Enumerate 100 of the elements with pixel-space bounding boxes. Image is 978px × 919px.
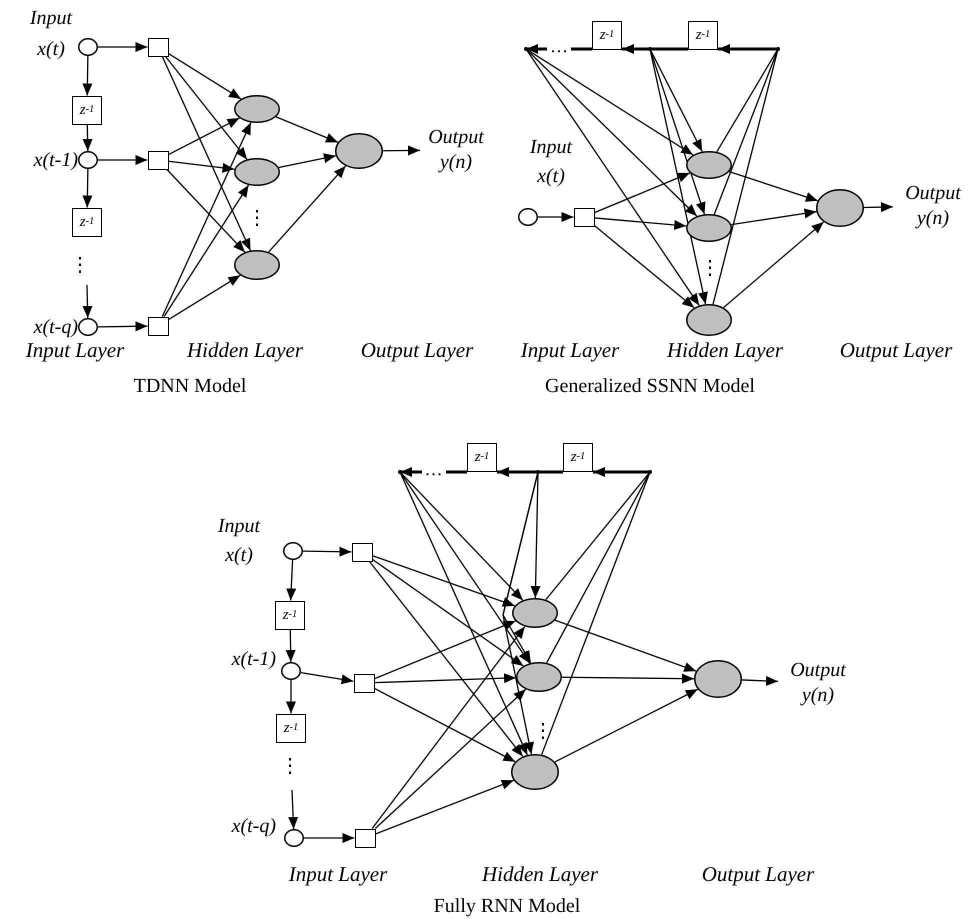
input-unit <box>148 38 168 56</box>
ellipsis-mark: ⋮ <box>279 754 301 779</box>
feedback-connection-line <box>538 470 563 474</box>
arrow <box>82 56 92 96</box>
arrow <box>165 56 248 160</box>
arrow <box>502 474 538 754</box>
arrow <box>375 780 514 835</box>
arrow <box>729 171 818 202</box>
arrow <box>383 146 420 156</box>
input-unit <box>148 316 168 336</box>
arrow <box>650 50 708 304</box>
arrow <box>554 688 698 762</box>
feedback-arrow <box>400 467 467 477</box>
feedback-arrow <box>718 44 778 54</box>
feedback-arrow <box>526 44 592 54</box>
arrow <box>731 208 817 226</box>
arrow <box>164 184 250 317</box>
layer-label: Output Layer <box>700 861 816 887</box>
arrow <box>278 153 336 168</box>
layer-label: Input Layer <box>288 861 388 887</box>
neuron <box>516 662 562 692</box>
arrow <box>374 620 516 680</box>
ellipsis-mark: ⋮ <box>246 206 268 231</box>
arrow <box>98 321 148 332</box>
neuron <box>234 95 280 123</box>
neuron <box>686 214 732 242</box>
input-label: x(t-q) <box>230 815 276 837</box>
junction-point <box>398 470 402 474</box>
arrow <box>304 833 354 843</box>
input-label: x(t-1) <box>32 149 78 171</box>
arrow <box>527 50 694 156</box>
arrow <box>650 50 703 152</box>
arrow <box>82 124 93 152</box>
neuron <box>234 250 280 280</box>
model-title: Fully RNN Model <box>432 894 582 919</box>
ellipsis-mark: ⋮ <box>69 253 91 278</box>
arrow <box>162 56 252 251</box>
arrow <box>374 673 516 684</box>
junction-point <box>648 470 652 474</box>
arrow <box>162 122 252 317</box>
arrow <box>554 620 696 672</box>
arrow <box>168 117 240 156</box>
arrow <box>276 116 338 143</box>
neuron <box>234 158 280 186</box>
input-unit <box>354 674 374 692</box>
input-node <box>283 542 303 560</box>
arrow <box>98 42 148 52</box>
arrow <box>372 555 515 607</box>
arrow <box>374 688 526 829</box>
output-label: Output y(n) <box>778 657 858 709</box>
arrow <box>166 169 246 253</box>
arrow <box>864 202 894 212</box>
arrow <box>742 676 778 686</box>
arrow <box>400 473 524 601</box>
junction-point <box>648 47 652 51</box>
junction-point <box>776 47 780 51</box>
input-label: x(t-q) <box>32 316 78 338</box>
connection-line <box>714 50 778 215</box>
input-node <box>518 208 538 226</box>
neuron <box>816 189 864 227</box>
input-node <box>284 829 304 847</box>
neuron <box>694 660 742 698</box>
junction-point <box>524 47 528 51</box>
feedback-connection-line <box>650 48 688 50</box>
input-unit <box>354 828 376 848</box>
arrow <box>650 50 706 214</box>
arrow <box>168 160 235 173</box>
feedback-arrow <box>622 44 650 54</box>
arrow <box>594 217 686 230</box>
connection-line <box>716 50 778 152</box>
junction-point <box>536 470 540 474</box>
arrow <box>300 672 354 684</box>
arrow <box>374 688 516 762</box>
input-label: Input x(t) <box>528 135 574 189</box>
arrow <box>372 558 524 667</box>
arrow <box>723 221 824 308</box>
feedback-arrow <box>593 467 650 477</box>
model-title: TDNN Model <box>132 374 248 399</box>
arrow <box>286 560 296 601</box>
arrow <box>82 284 92 318</box>
arrow <box>368 561 524 757</box>
arrow <box>286 680 296 714</box>
ellipsis-mark: ⋮ <box>699 256 721 281</box>
input-node <box>78 38 98 56</box>
neuron <box>335 133 383 169</box>
connection-line <box>546 473 650 664</box>
arrow <box>562 674 694 684</box>
arrow <box>98 155 148 165</box>
input-unit <box>352 542 372 562</box>
arrow <box>526 50 700 306</box>
connection-line <box>545 473 650 600</box>
arrow <box>288 790 298 830</box>
output-label: Output y(n) <box>893 180 973 232</box>
arrow <box>286 629 296 662</box>
arrow <box>372 626 526 829</box>
arrow <box>400 473 530 664</box>
input-unit <box>574 208 594 226</box>
connection-line <box>712 50 778 304</box>
arrow <box>594 172 690 214</box>
model-title: Generalized SSNN Model <box>544 374 756 399</box>
